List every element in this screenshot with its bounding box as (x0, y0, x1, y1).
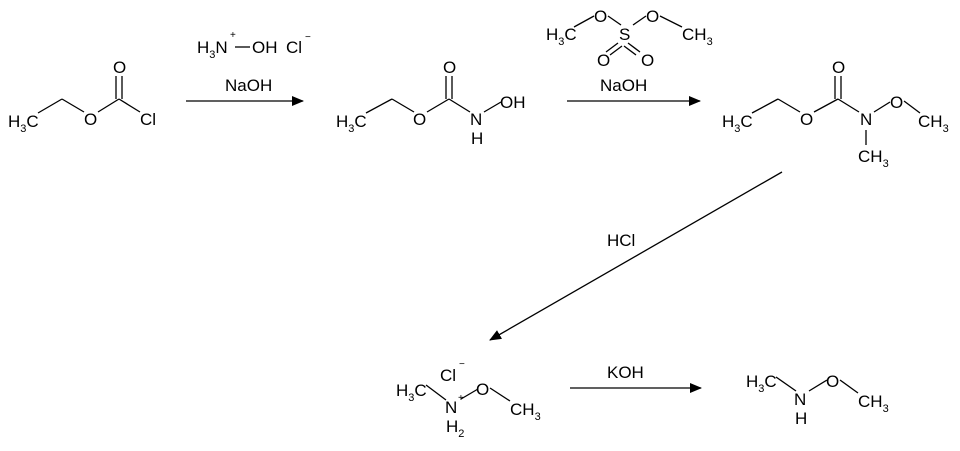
atom-o: O (84, 110, 97, 129)
atom-h3c: H3C (396, 381, 427, 404)
ethyl-hydroxycarbamate: H3C O O N H OH (336, 58, 526, 148)
atom-oh: OH (252, 38, 278, 57)
atom-o: O (826, 372, 839, 391)
reagent-koh: KOH (607, 363, 644, 382)
reagent-hcl: HCl (607, 231, 635, 250)
arrow-step-3 (489, 171, 783, 341)
atom-oh: OH (500, 93, 526, 112)
atom-n: N (470, 110, 482, 129)
atom-ch3: CH3 (858, 392, 889, 415)
atom-n: N (445, 398, 457, 417)
atom-o: O (476, 380, 489, 399)
atom-cl-counterion: Cl (286, 38, 302, 57)
reagent-naoh-2: NaOH (600, 76, 647, 95)
atom-o-methoxy: O (890, 93, 903, 112)
atom-o-carbonyl: O (113, 58, 126, 77)
ethyl-chloroformate: H3C O O Cl (8, 58, 156, 135)
atom-o-carbonyl: O (443, 58, 456, 77)
atom-h3c: H3C (336, 112, 367, 135)
atom-h3c: H3C (546, 25, 577, 48)
charge-minus: − (459, 359, 465, 370)
atom-o-right: O (646, 7, 659, 26)
atom-o-carbonyl: O (832, 58, 845, 77)
atom-o-left: O (594, 7, 607, 26)
atom-h2: H2 (446, 417, 464, 440)
atom-h3n: H3N (197, 38, 228, 61)
atom-h3c: H3C (746, 372, 777, 395)
atom-ch3: CH3 (682, 25, 713, 48)
dimethylhydroxylamine: H3C N H O CH3 (746, 372, 889, 428)
atom-cl: Cl (140, 110, 156, 129)
hydroxylamine-hydrochloride: H3N + OH Cl − (197, 30, 311, 61)
atom-cl-counterion: Cl (440, 366, 456, 385)
atom-ch3-n: CH3 (858, 147, 889, 170)
ethyl-methoxy-methylcarbamate: H3C O O N O CH3 CH3 (722, 58, 949, 170)
atom-s: S (619, 25, 630, 44)
atom-o: O (413, 110, 426, 129)
atom-h3c: H3C (8, 112, 39, 135)
charge-minus: − (305, 32, 311, 43)
atom-ch3: CH3 (918, 112, 949, 135)
dimethyl-sulfate: H3C O S O CH3 O O (546, 7, 713, 70)
atom-h: H (795, 409, 807, 428)
atom-h3c: H3C (722, 112, 753, 135)
atom-ch3: CH3 (510, 400, 541, 423)
atom-o-lower-left: O (597, 51, 610, 70)
atom-o-lower-right: O (641, 51, 654, 70)
dimethylhydroxylammonium-chloride: Cl − H3C N + H2 O CH3 (396, 359, 541, 440)
atom-n: N (794, 390, 806, 409)
atom-n: N (860, 110, 872, 129)
charge-plus: + (230, 30, 236, 41)
atom-o: O (800, 110, 813, 129)
reagent-naoh-1: NaOH (225, 76, 272, 95)
atom-h: H (471, 129, 483, 148)
